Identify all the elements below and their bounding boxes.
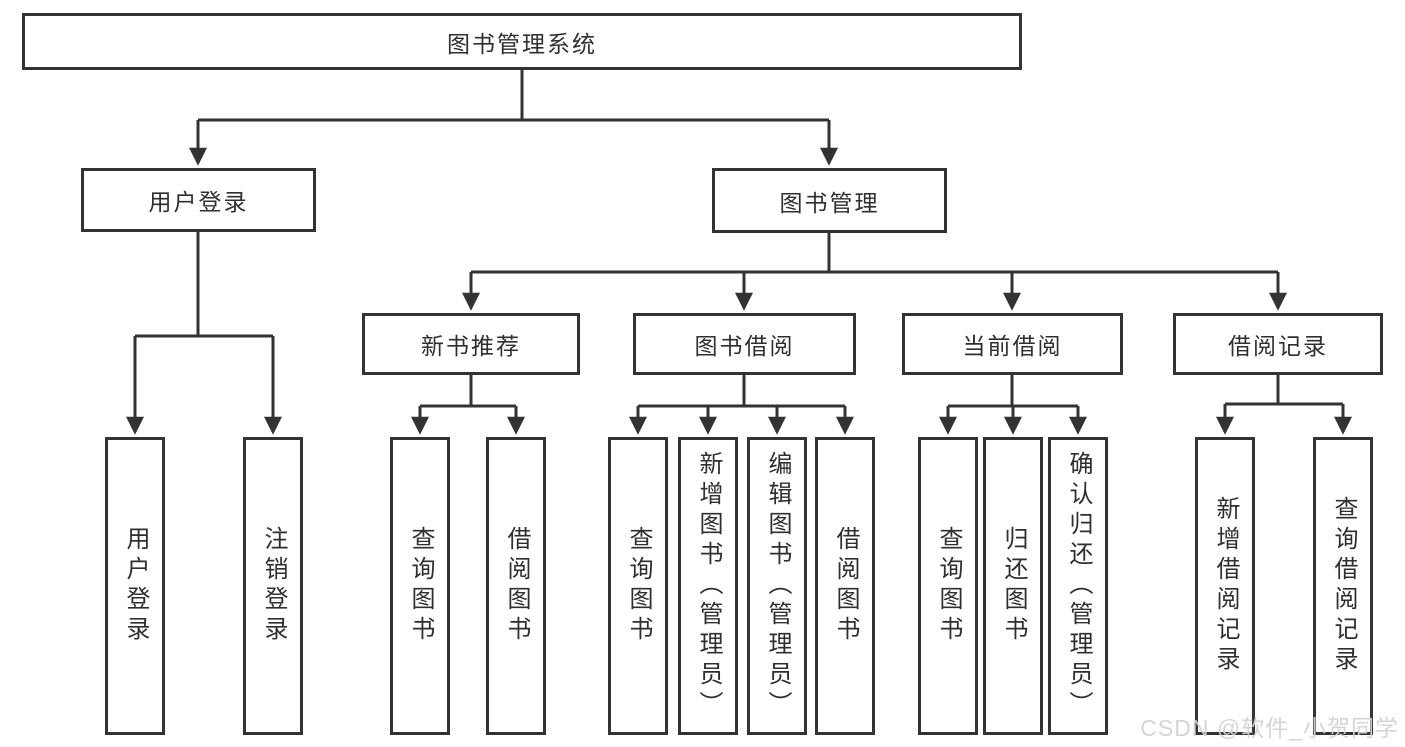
leaf-query-books-borrow: 查询图书 bbox=[608, 437, 668, 735]
connector-current-borrow bbox=[939, 375, 1087, 435]
leaf-query-borrow-record: 查询借阅记录 bbox=[1313, 437, 1373, 735]
leaf-user-login: 用户登录 bbox=[105, 437, 165, 735]
leaf-logout: 注销登录 bbox=[243, 437, 303, 735]
leaf-confirm-return-admin: 确认归还（管理员） bbox=[1048, 437, 1108, 735]
node-library-system: 图书管理系统 bbox=[22, 13, 1022, 70]
connector-user-login bbox=[126, 232, 282, 435]
node-user-login: 用户登录 bbox=[81, 168, 316, 232]
node-book-management: 图书管理 bbox=[712, 168, 947, 233]
leaf-borrow-books: 借阅图书 bbox=[815, 437, 875, 735]
connector-book-borrow bbox=[629, 375, 854, 435]
leaf-borrow-books-recommend: 借阅图书 bbox=[486, 437, 546, 735]
leaf-add-book-admin: 新增图书（管理员） bbox=[678, 437, 738, 735]
connector-root bbox=[189, 70, 838, 166]
leaf-return-book: 归还图书 bbox=[983, 437, 1043, 735]
leaf-query-books-current: 查询图书 bbox=[918, 437, 978, 735]
leaf-edit-book-admin: 编辑图书（管理员） bbox=[747, 437, 807, 735]
watermark: CSDN @软件_小贺同学 bbox=[1140, 715, 1399, 741]
connector-book-management bbox=[462, 233, 1287, 311]
leaf-query-books-recommend: 查询图书 bbox=[390, 437, 450, 735]
leaf-add-borrow-record: 新增借阅记录 bbox=[1195, 437, 1255, 735]
node-borrow-records: 借阅记录 bbox=[1173, 313, 1383, 375]
connector-new-book-recommend bbox=[411, 375, 525, 435]
node-book-borrow: 图书借阅 bbox=[633, 313, 856, 375]
node-current-borrow: 当前借阅 bbox=[902, 313, 1123, 375]
node-new-book-recommend: 新书推荐 bbox=[362, 313, 580, 375]
connector-borrow-records bbox=[1216, 375, 1352, 435]
